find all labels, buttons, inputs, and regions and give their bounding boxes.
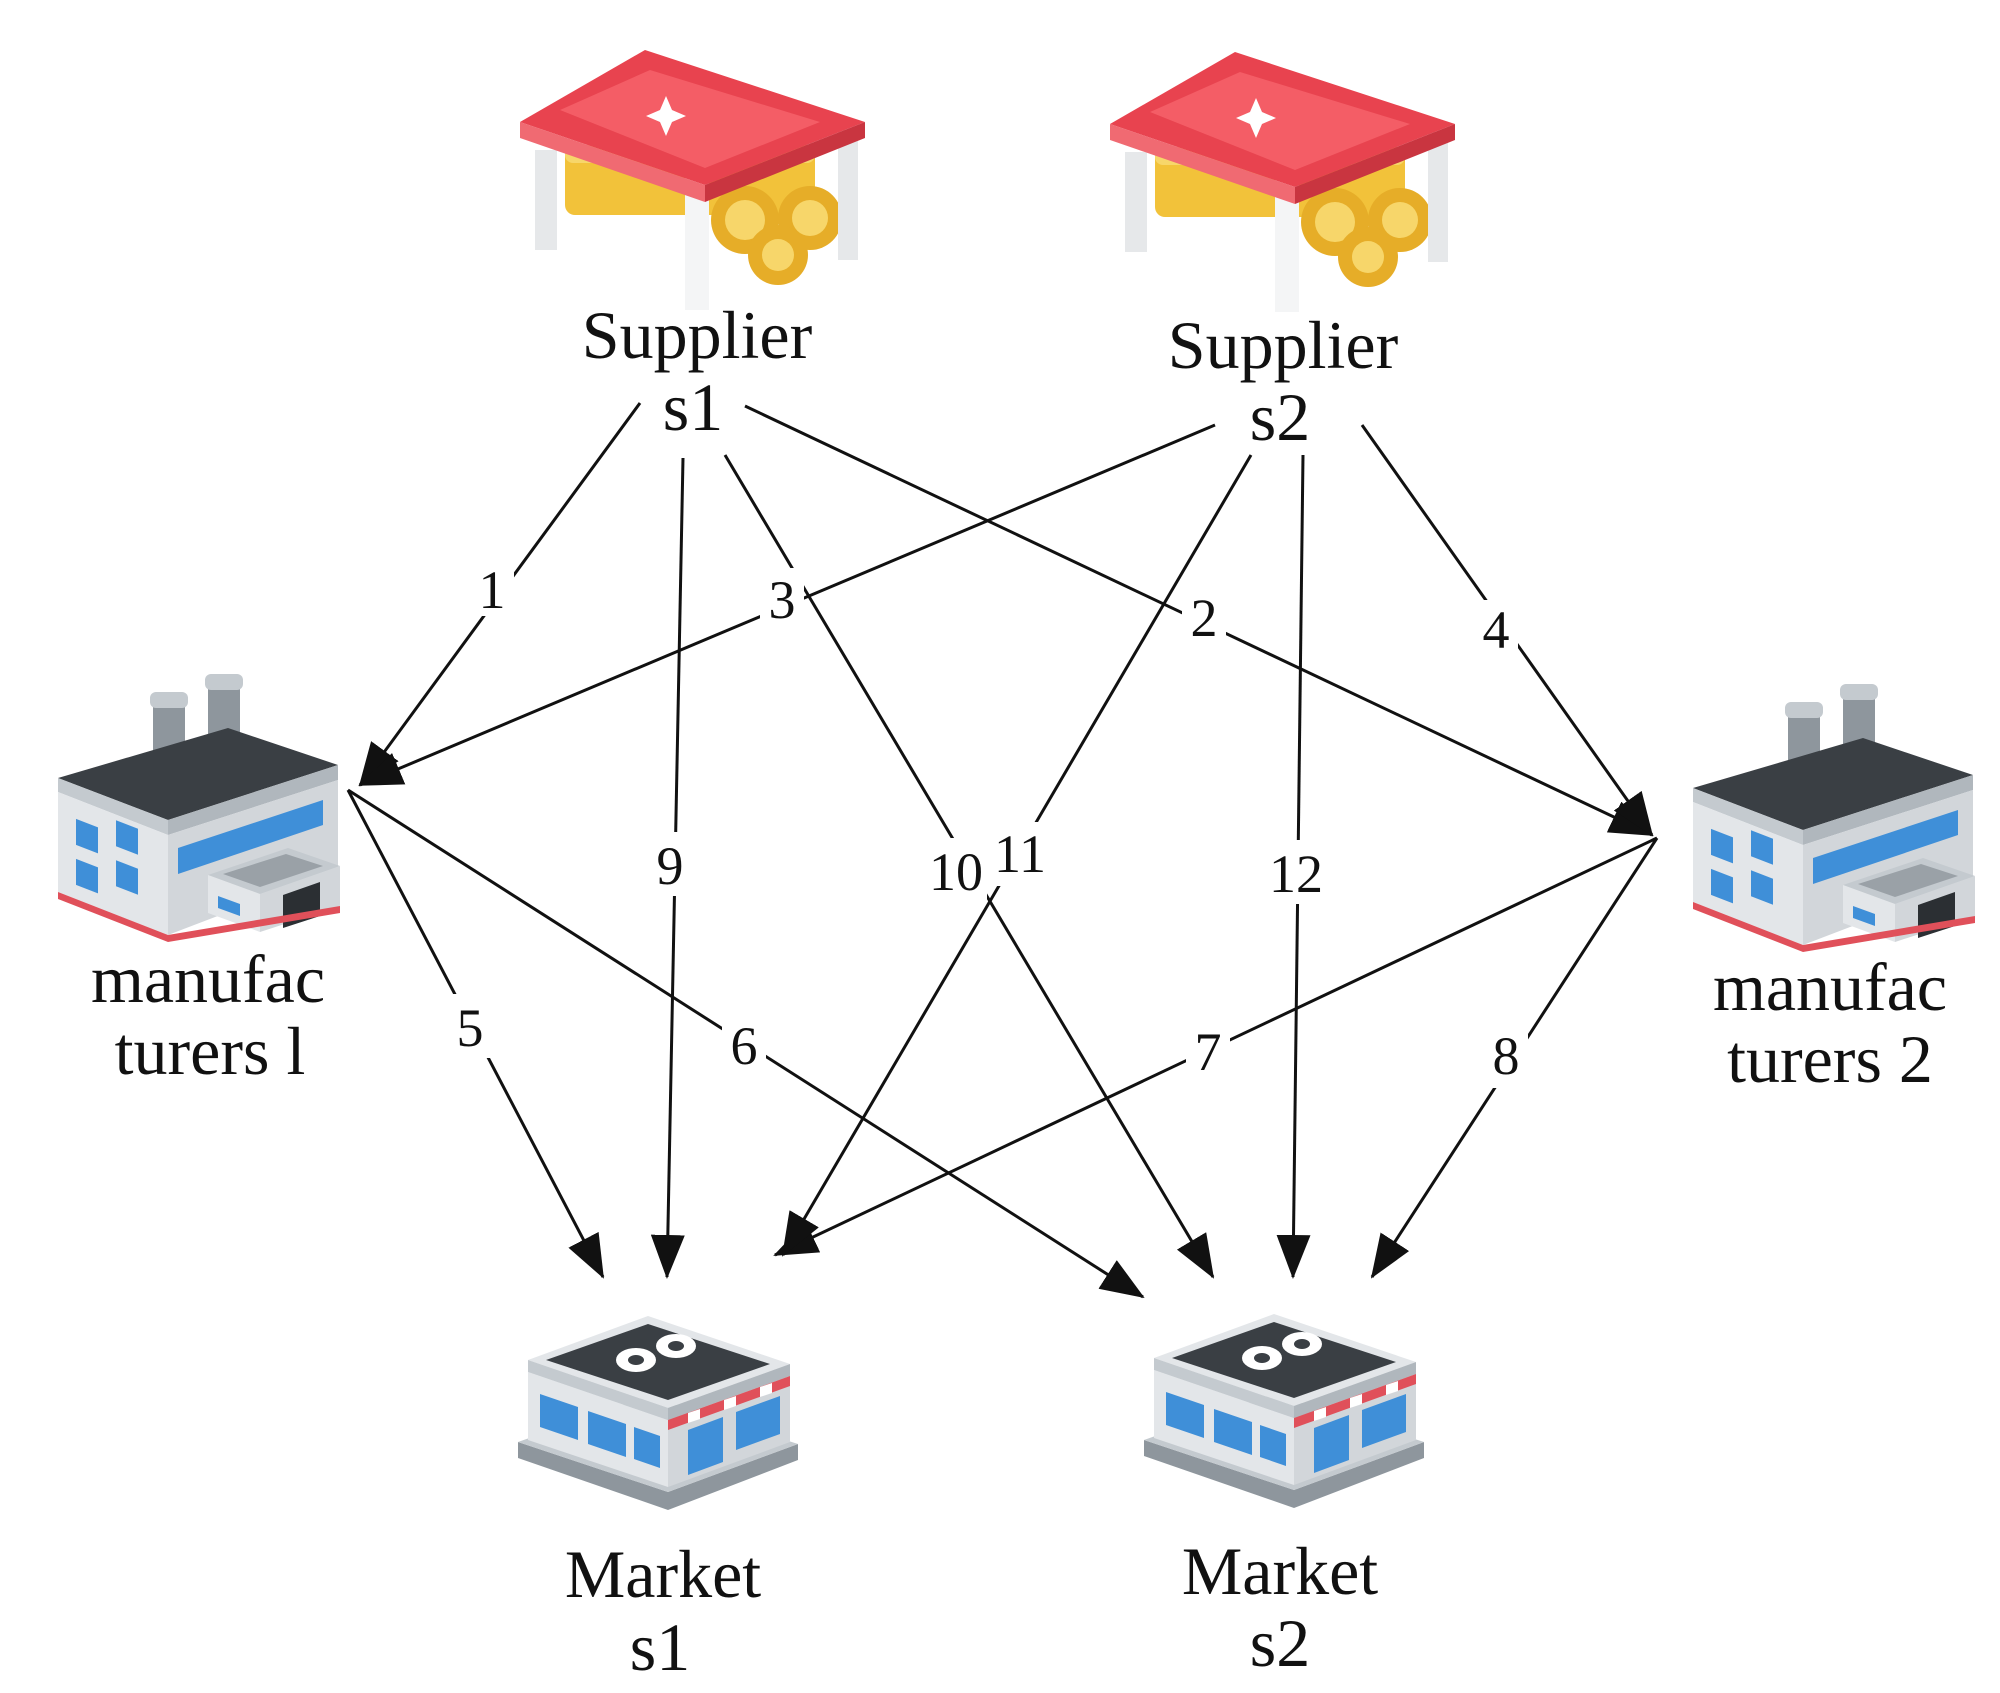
market-s1-label-line1: Market [565,1536,761,1612]
manufacturer-1-label-line1: manufac [91,941,325,1017]
market-s2-label-line2: s2 [1250,1605,1310,1681]
warehouse-icon [520,50,865,310]
market-s1-label-line2: s1 [630,1609,690,1685]
manufacturer-1-label-line2: turers l [115,1013,306,1089]
manufacturer-2-label-line2: turers 2 [1727,1021,1933,1097]
edge-label-1: 1 [479,560,506,620]
edge-label-6: 6 [731,1016,758,1076]
edge-label-7: 7 [1195,1022,1222,1082]
edge-label-11: 11 [994,824,1046,884]
edge-label-10: 10 [929,842,983,902]
supplier-s1-label-line2: s1 [663,369,723,445]
supplier-s2-label-line2: s2 [1250,379,1310,455]
market-s1-node: Market s1 [518,1316,798,1685]
edge-label-4: 4 [1483,600,1510,660]
edge-label-8: 8 [1493,1026,1520,1086]
supplier-s1-node: Supplier s1 [520,50,865,445]
edge-label-5: 5 [457,998,484,1058]
factory-icon [58,674,340,942]
manufacturer-1-node: manufac turers l [58,674,340,1089]
supplier-s2-label-line1: Supplier [1168,307,1399,383]
supplier-s1-label-line1: Supplier [582,297,813,373]
factory-icon [1693,684,1975,952]
supplier-s2-node: Supplier s2 [1110,52,1455,455]
warehouse-icon [1110,52,1455,312]
edge-labels: 1 2 3 4 5 6 7 8 9 10 11 12 [448,552,1528,1088]
market-s2-node: Market s2 [1144,1314,1424,1681]
edge-label-2: 2 [1191,588,1218,648]
edge-label-12: 12 [1269,844,1323,904]
edge-label-3: 3 [769,570,796,630]
market-s2-label-line1: Market [1182,1533,1378,1609]
manufacturer-2-node: manufac turers 2 [1693,684,1975,1097]
manufacturer-2-label-line1: manufac [1713,949,1947,1025]
store-icon [1144,1314,1424,1508]
store-icon [518,1316,798,1510]
edge-label-9: 9 [657,836,684,896]
